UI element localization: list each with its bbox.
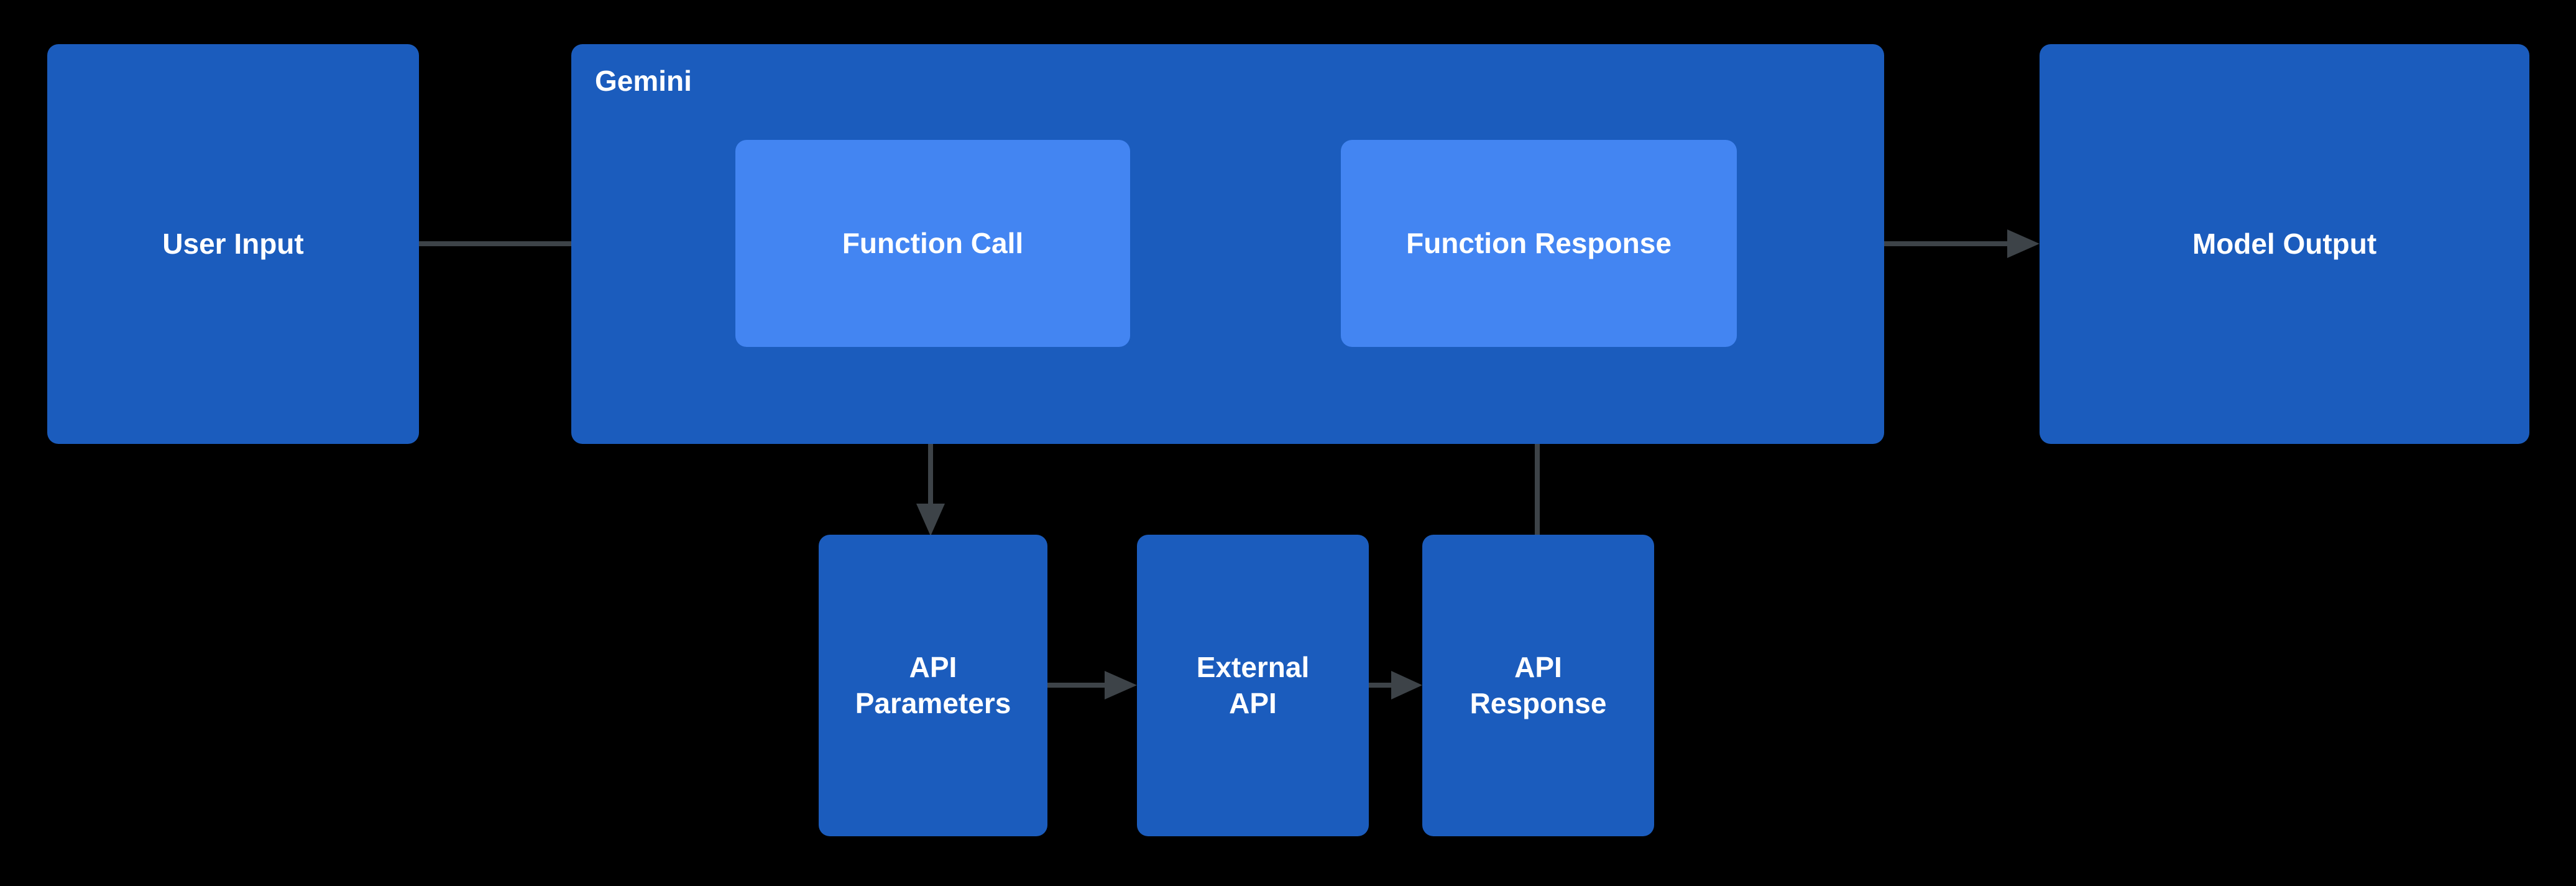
node-user-input: User Input [47,44,419,444]
node-model-output-label: Model Output [2192,227,2377,260]
node-model-output: Model Output [2040,44,2529,444]
arrow-api-parameters-to-external-api [1047,671,1137,699]
arrow-external-api-to-api-response [1369,671,1422,699]
node-api-response: API Response [1422,535,1654,836]
node-function-call: Function Call [735,140,1130,347]
node-function-call-label: Function Call [842,226,1024,259]
gemini-container-title: Gemini [595,65,692,97]
arrow-gemini-to-model-output [1884,229,2040,258]
node-api-parameters-label: API Parameters [855,651,1011,719]
node-external-api-label: External API [1196,651,1310,719]
node-user-input-label: User Input [162,227,304,260]
node-api-response-label: API Response [1470,651,1607,719]
node-api-parameters: API Parameters [819,535,1047,836]
node-external-api: External API [1137,535,1369,836]
node-function-response-label: Function Response [1406,226,1672,259]
node-function-response: Function Response [1341,140,1737,347]
